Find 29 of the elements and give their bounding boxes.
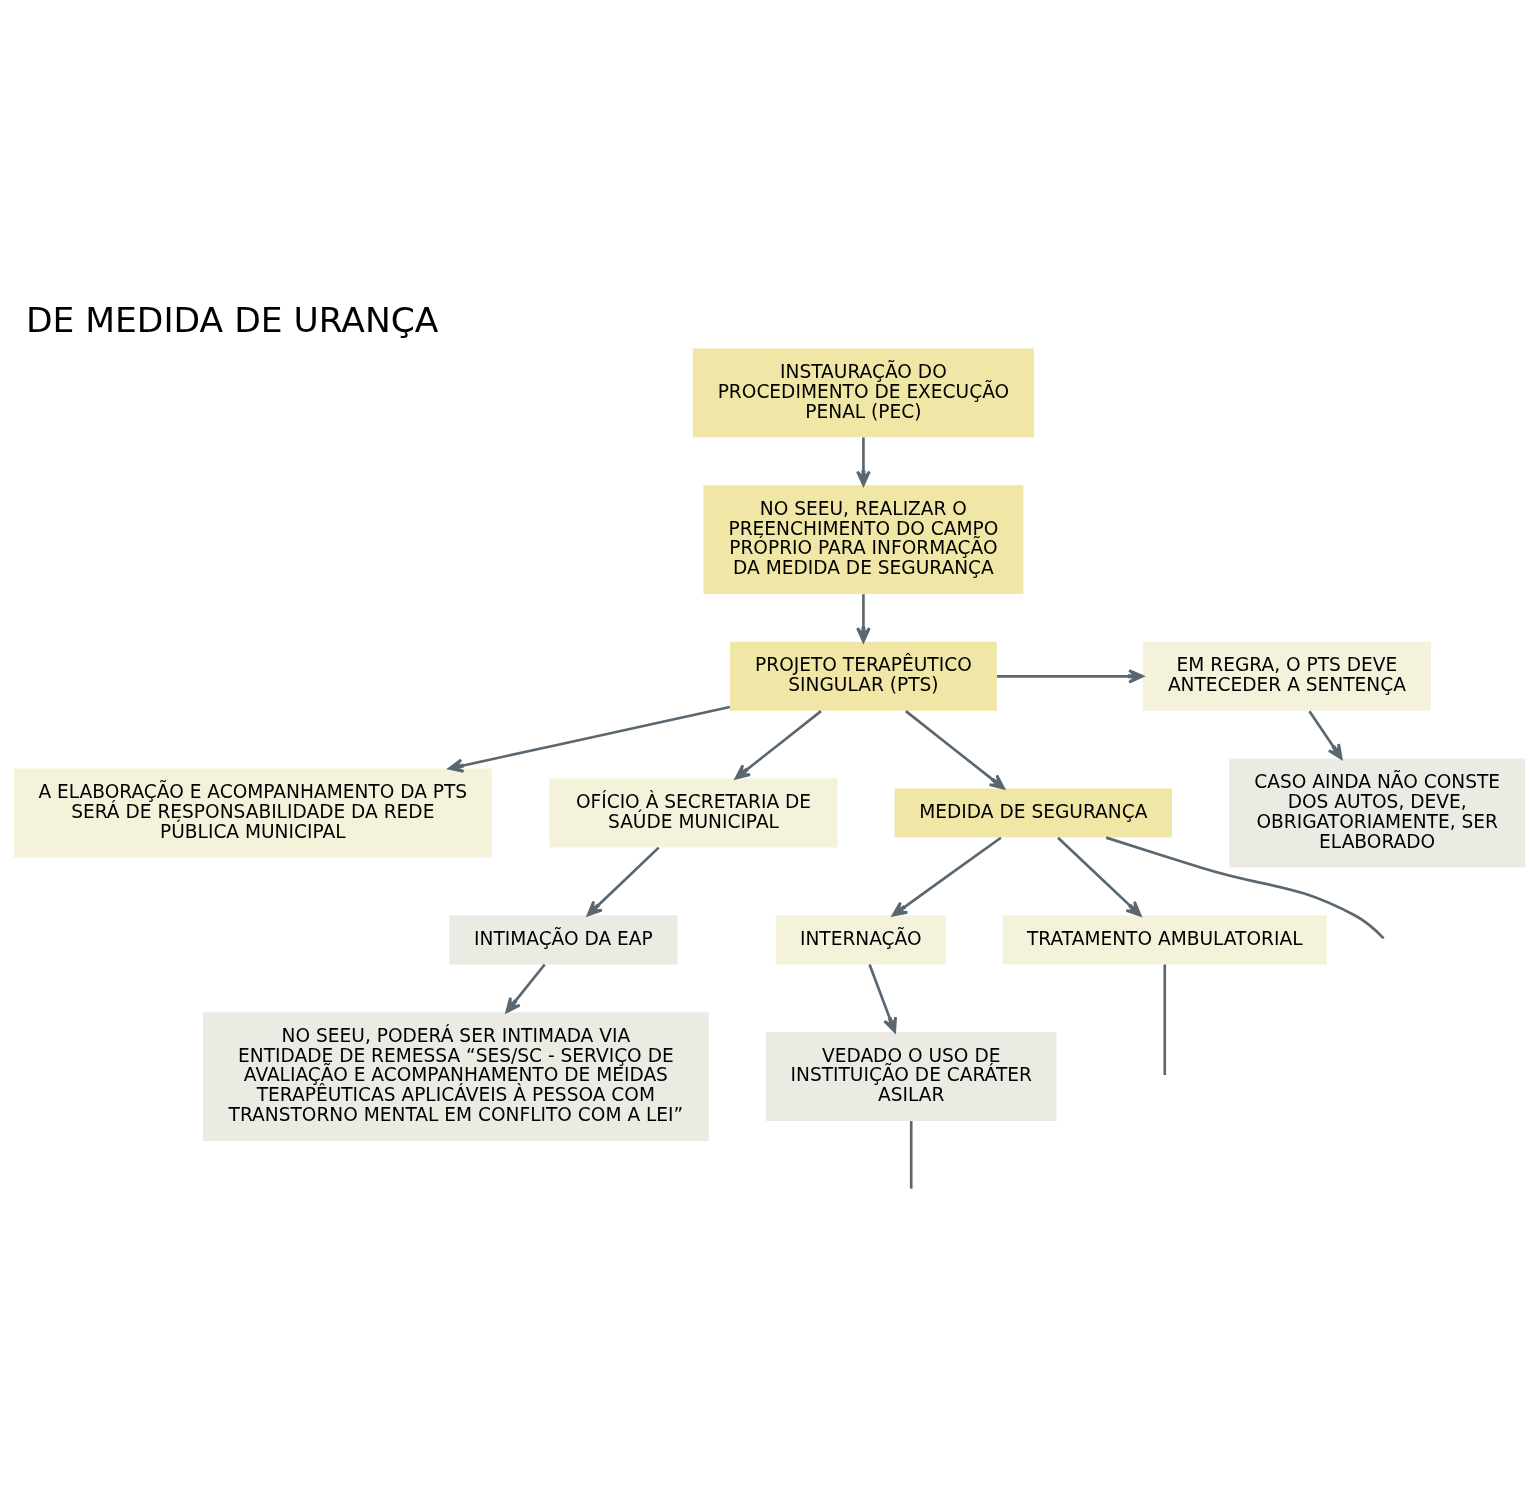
node-box: INTERNAÇÃO	[775, 914, 946, 964]
node-box: CASO AINDA NÃO CONSTE DOS AUTOS, DEVE, OBRIGATORIAMENTE, SER ELABORADO	[1229, 758, 1526, 867]
node-box: A ELABORAÇÃO E ACOMPANHAMENTO DA PTS SERÁ DE RESPONSABILIDADE DA REDE PÚBLICA MUNICIPAL	[13, 768, 492, 857]
node-box: VEDADO O USO DE INSTITUIÇÃO DE CARÁTER ASILAR	[765, 1031, 1057, 1121]
arrow	[734, 709, 822, 780]
connector	[909, 1120, 913, 1189]
arrow	[905, 709, 1006, 790]
arrow	[856, 593, 871, 643]
arrow	[997, 668, 1144, 684]
node-box: INSTAURAÇÃO DO PROCEDIMENTO DE EXECUÇÃO PENAL (PEC)	[692, 347, 1034, 437]
diagram-title: DE MEDIDA DE URANÇA	[25, 299, 439, 340]
arrow	[891, 836, 1002, 917]
arrow	[856, 436, 871, 486]
arrow	[1308, 709, 1343, 760]
arrow	[505, 963, 546, 1013]
node-box: INTIMAÇÃO DA EAP	[449, 914, 678, 964]
arrow	[448, 705, 731, 773]
node-box: EM REGRA, O PTS DEVE ANTECEDER A SENTENÇA	[1142, 641, 1431, 711]
arrow	[1057, 836, 1142, 917]
node-box: TRATAMENTO AMBULATORIAL	[1002, 914, 1327, 964]
node-box: OFÍCIO À SECRETARIA DE SAÚDE MUNICIPAL	[549, 778, 838, 848]
connector	[1105, 835, 1385, 939]
arrow	[868, 963, 898, 1033]
node-box: NO SEEU, PODERÁ SER INTIMADA VIA ENTIDADE DE REMESSA “SES/SC - SERVIÇO DE AVALIAÇÃO E ACOMPANHAMENTO DE MEIDAS TERAPÊUTICAS APLICÁVEIS À PESSOA COM TRANSTORNO MENTAL EM CONFLITO COM A LEI”	[203, 1011, 709, 1141]
node-box: MEDIDA DE SEGURANÇA	[894, 788, 1173, 838]
arrow	[586, 846, 660, 916]
node-box: NO SEEU, REALIZAR O PREENCHIMENTO DO CAMPO PRÓPRIO PARA INFORMAÇÃO DA MEDIDA DE SEGURANÇA	[703, 484, 1024, 594]
connector	[1163, 964, 1167, 1075]
node-box: PROJETO TERAPÊUTICO SINGULAR (PTS)	[730, 641, 997, 711]
